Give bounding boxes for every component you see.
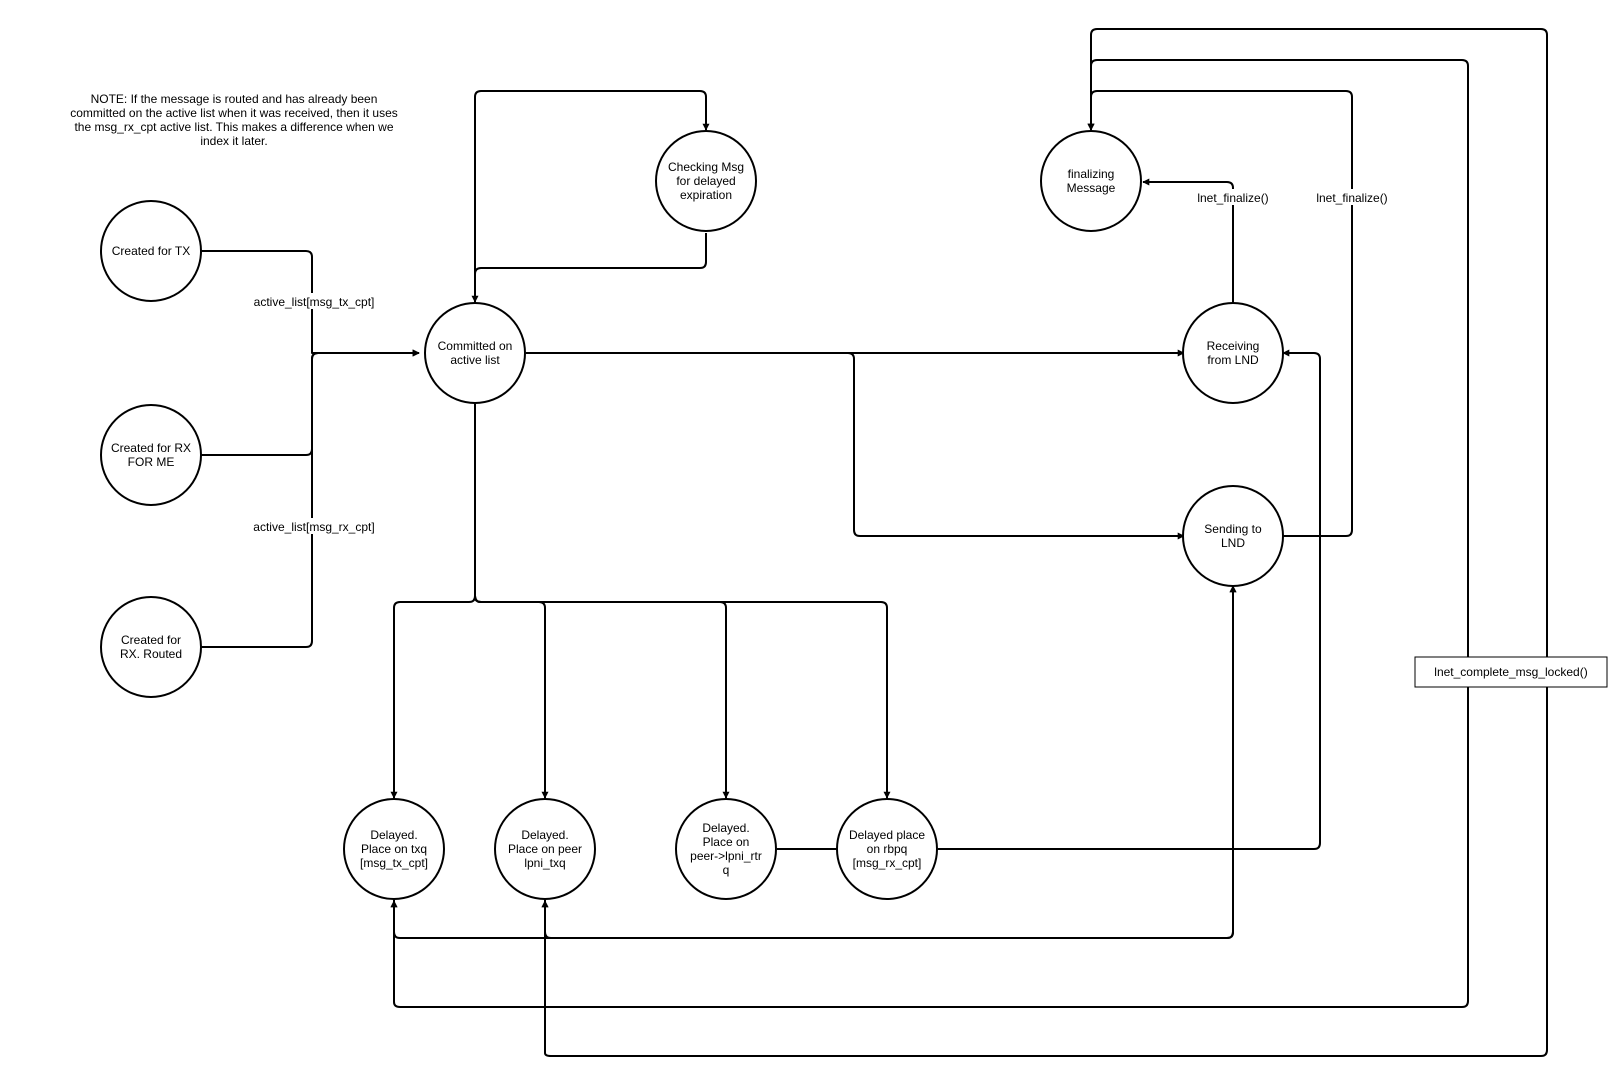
- state-circle: [494, 798, 596, 900]
- state-circle: [1182, 485, 1284, 587]
- note-line: index it later.: [200, 134, 267, 148]
- state-label-line: finalizing: [1068, 167, 1115, 181]
- note-line: committed on the active list when it was…: [70, 106, 398, 120]
- note-line: NOTE: If the message is routed and has a…: [91, 92, 378, 106]
- state-label-line: q: [723, 863, 730, 877]
- state-label-line: Place on txq: [361, 842, 427, 856]
- state-label-line: RX. Routed: [120, 647, 182, 661]
- state-label-line: on rbpq: [867, 842, 908, 856]
- state-label-line: lpni_txq: [524, 856, 565, 870]
- edge-label-tx-cpt: active_list[msg_tx_cpt]: [254, 295, 375, 309]
- state-label-line: Delayed place: [849, 828, 925, 842]
- state-label-line: Delayed.: [370, 828, 417, 842]
- state-created-tx: Created for TX: [100, 200, 202, 302]
- edge-complete-msg-locked-loop-2: [544, 28, 1548, 1057]
- note-line: the msg_rx_cpt active list. This makes a…: [74, 120, 393, 134]
- state-circle: [1182, 302, 1284, 404]
- state-label-line: Message: [1067, 181, 1116, 195]
- state-label-line: Created for TX: [112, 244, 190, 258]
- state-label-line: Delayed.: [521, 828, 568, 842]
- state-label-line: Place on: [703, 835, 750, 849]
- state-label-line: [msg_rx_cpt]: [853, 856, 922, 870]
- edge-created-rx-routed-to-committed: [201, 349, 420, 648]
- state-label-line: LND: [1221, 536, 1245, 550]
- edge-committed-to-delayed-txq: [390, 404, 476, 799]
- state-circle: [836, 798, 938, 900]
- complete-msg-locked-label: lnet_complete_msg_locked(): [1434, 665, 1587, 679]
- state-circle: [100, 596, 202, 698]
- edge-complete-msg-locked-loop-1: [393, 59, 1469, 1008]
- state-circle: [100, 404, 202, 506]
- edge-created-tx-to-committed: [201, 250, 420, 357]
- state-label-line: Place on peer: [508, 842, 582, 856]
- edge-committed-to-sending: [526, 352, 1185, 540]
- edge-receiving-to-finalizing: [1142, 178, 1234, 303]
- state-label-line: Receiving: [1207, 339, 1260, 353]
- state-circle: [343, 798, 445, 900]
- edge-created-rx-me-to-committed: [201, 349, 420, 456]
- state-circle: [1040, 130, 1142, 232]
- state-label-line: Committed on: [438, 339, 513, 353]
- edge-label-rx-cpt: active_list[msg_rx_cpt]: [253, 520, 374, 534]
- state-delayed-txq: Delayed.Place on txq[msg_tx_cpt]: [343, 798, 445, 900]
- state-label-line: active list: [450, 353, 500, 367]
- state-label-line: Checking Msg: [668, 160, 744, 174]
- edge-sending-to-finalizing: [1087, 90, 1353, 537]
- state-label-line: from LND: [1207, 353, 1259, 367]
- edge-delayed-rbpq-to-receiving: [938, 349, 1321, 850]
- state-label-line: FOR ME: [128, 455, 175, 469]
- state-label-line: [msg_tx_cpt]: [360, 856, 428, 870]
- state-circle: [424, 302, 526, 404]
- edge-committed-to-delayed-rbpq: [474, 404, 891, 799]
- state-label-line: Sending to: [1204, 522, 1262, 536]
- complete-msg-locked-box: lnet_complete_msg_locked(): [1414, 656, 1608, 688]
- edge-checking-to-committed: [471, 233, 707, 303]
- state-circle: [100, 200, 202, 302]
- state-label-line: Created for: [121, 633, 181, 647]
- state-label-line: peer->lpni_rtr: [690, 849, 762, 863]
- state-label-line: Delayed.: [702, 821, 749, 835]
- edge-label-finalize-sending: lnet_finalize(): [1316, 191, 1387, 205]
- state-label-line: Created for RX: [111, 441, 191, 455]
- state-circle: [655, 130, 757, 232]
- state-label-line: for delayed: [676, 174, 735, 188]
- note-text: NOTE: If the message is routed and has a…: [70, 92, 398, 148]
- state-label-line: expiration: [680, 188, 732, 202]
- state-circle: [675, 798, 777, 900]
- edge-label-finalize-receiving: lnet_finalize(): [1197, 191, 1268, 205]
- edge-committed-to-checking: [474, 90, 710, 303]
